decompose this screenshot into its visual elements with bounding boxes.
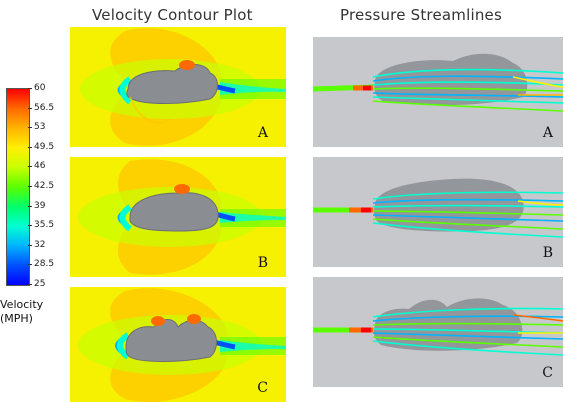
- legend-tick-label: 39: [34, 200, 46, 211]
- legend-tick-mark: [28, 186, 32, 187]
- legend-tick-mark: [28, 127, 32, 129]
- legend-color-bar: [6, 88, 30, 286]
- pressure-panel-c: C: [313, 277, 563, 387]
- legend-tick-label: 35.5: [34, 220, 55, 231]
- velocity-panel-c: C: [70, 287, 286, 402]
- legend-title-line2: (MPH): [0, 312, 33, 325]
- legend-title: Velocity (MPH): [0, 298, 56, 326]
- legend-tick-mark: [28, 244, 32, 246]
- pressure-panel-a-label: A: [542, 125, 553, 141]
- pressure-streamlines-title: Pressure Streamlines: [340, 6, 502, 24]
- velocity-contour-title: Velocity Contour Plot: [92, 6, 253, 24]
- velocity-panel-a: A: [70, 27, 286, 147]
- legend-title-line1: Velocity: [0, 298, 44, 311]
- legend-tick-mark: [28, 107, 32, 109]
- legend-tick-mark: [28, 88, 32, 89]
- legend-tick-label: 60: [34, 83, 46, 93]
- legend-tick-mark: [28, 205, 32, 207]
- pressure-panel-c-label: C: [542, 365, 553, 381]
- legend-tick-mark: [28, 264, 32, 266]
- velocity-panel-b: B: [70, 157, 286, 277]
- legend-tick-label: 49.5: [34, 141, 55, 152]
- velocity-panel-b-label: B: [257, 255, 268, 271]
- legend-tick-label: 42.5: [34, 181, 55, 191]
- velocity-panel-c-label: C: [257, 380, 268, 396]
- legend-tick-mark: [28, 225, 32, 227]
- legend-tick-mark: [28, 166, 32, 168]
- legend-tick-label: 25: [34, 279, 46, 289]
- legend-tick-label: 56.5: [34, 102, 55, 113]
- pressure-panel-b: B: [313, 157, 563, 267]
- legend-tick-label: 46: [34, 161, 46, 172]
- legend-tick-label: 32: [34, 239, 46, 250]
- legend-tick-label: 28.5: [34, 259, 55, 270]
- pressure-panel-b-label: B: [542, 245, 553, 261]
- legend-tick-mark: [28, 284, 32, 285]
- legend-tick-mark: [28, 146, 32, 148]
- legend-tick-label: 53: [34, 122, 46, 133]
- pressure-panel-a: A: [313, 37, 563, 147]
- velocity-panel-a-label: A: [257, 125, 268, 141]
